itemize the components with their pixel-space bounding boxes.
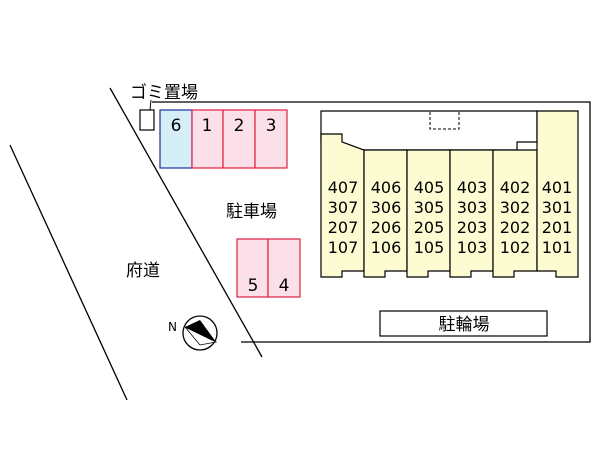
unit-206: 206	[371, 218, 402, 237]
unit-207: 207	[328, 218, 359, 237]
parking-space-2	[222, 109, 256, 169]
unit-307: 307	[328, 198, 359, 217]
unit-303: 303	[457, 198, 488, 217]
parking-number: 6	[171, 116, 182, 136]
apartment-building: 407 307 207 107 406 306 206 106 405 305 …	[320, 110, 579, 278]
unit-306: 306	[371, 198, 402, 217]
parking-space-4	[267, 238, 301, 298]
unit-105: 105	[414, 238, 445, 257]
parking-number: 5	[248, 276, 259, 296]
trash-pointer-line	[149, 99, 152, 111]
parking-top-row: 6 1 2 3	[159, 109, 288, 169]
unit-305: 305	[414, 198, 445, 217]
building-feature-dashed	[429, 110, 460, 130]
unit-205: 205	[414, 218, 445, 237]
parking-number: 1	[202, 116, 213, 136]
unit-202: 202	[500, 218, 531, 237]
unit-301: 301	[542, 198, 573, 217]
unit-302: 302	[500, 198, 531, 217]
unit-401: 401	[542, 178, 573, 197]
lot-boundary	[152, 101, 591, 343]
unit-102: 102	[500, 238, 531, 257]
svg-text:N: N	[168, 320, 177, 334]
unit-405: 405	[414, 178, 445, 197]
unit-106: 106	[371, 238, 402, 257]
road-label: 府道	[126, 261, 160, 281]
unit-406: 406	[371, 178, 402, 197]
building-corridor	[320, 110, 538, 151]
parking-label: 駐車場	[226, 202, 277, 222]
parking-space-3	[254, 109, 288, 169]
road-edge-left	[9, 144, 128, 401]
unit-402: 402	[500, 178, 531, 197]
parking-number: 3	[266, 116, 277, 136]
unit-407: 407	[328, 178, 359, 197]
unit-403: 403	[457, 178, 488, 197]
trash-box	[139, 109, 155, 131]
unit-107: 107	[328, 238, 359, 257]
parking-space-6	[159, 109, 193, 169]
parking-number: 2	[234, 116, 245, 136]
unit-103: 103	[457, 238, 488, 257]
north-arrow-icon: N	[168, 315, 218, 351]
parking-space-1	[191, 109, 224, 169]
bicycle-parking-box	[379, 310, 548, 337]
unit-203: 203	[457, 218, 488, 237]
parking-number: 4	[279, 276, 290, 296]
parking-bottom-row: 5 4	[236, 238, 301, 298]
unit-201: 201	[542, 218, 573, 237]
road-edge-right	[109, 87, 263, 358]
unit-column-401	[536, 110, 579, 278]
bicycle-parking-label: 駐輪場	[439, 315, 490, 335]
unit-numbers: 407 307 207 107 406 306 206 106 405 305 …	[328, 178, 573, 257]
trash-area-label: ゴミ置場	[130, 82, 198, 103]
parking-space-5	[236, 238, 269, 298]
unit-101: 101	[542, 238, 573, 257]
